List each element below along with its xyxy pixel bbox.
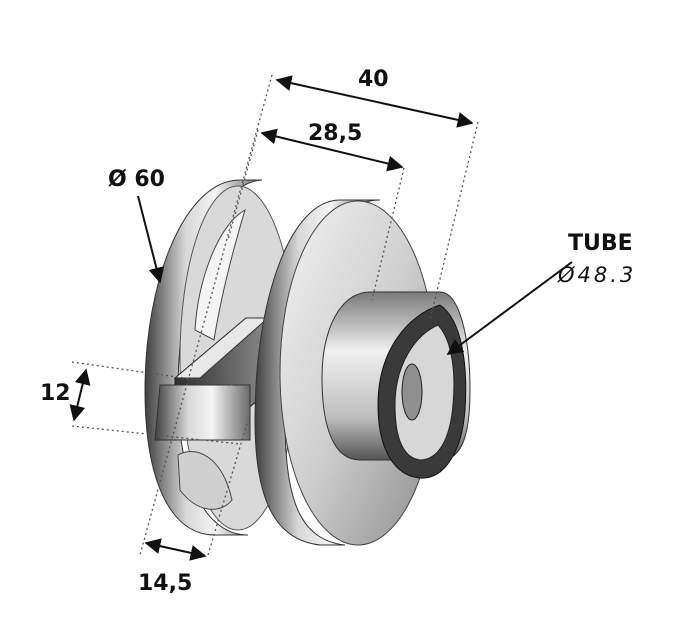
tube-seat-hole bbox=[401, 363, 423, 421]
tube-leader bbox=[446, 261, 573, 355]
tube-diameter: Ø48.3 bbox=[557, 263, 636, 287]
dim-40-label: 40 bbox=[358, 67, 389, 92]
dim-40-line bbox=[275, 75, 474, 128]
dimension-lines bbox=[69, 75, 573, 561]
dim-28-5-label: 28,5 bbox=[308, 121, 362, 146]
dim-14-5-label: 14,5 bbox=[138, 571, 192, 596]
tube-seat-inner bbox=[394, 324, 455, 461]
slot-band bbox=[154, 384, 251, 441]
dim-14-5-line bbox=[144, 538, 207, 561]
dim-12-line bbox=[69, 368, 91, 422]
dim-60-leader bbox=[137, 195, 165, 284]
dim-28-5-line bbox=[260, 128, 404, 172]
tube-title: TUBE bbox=[568, 231, 633, 256]
dim-60-label: Ø 60 bbox=[108, 167, 165, 192]
dim-12-label: 12 bbox=[40, 381, 71, 406]
lower-window bbox=[177, 451, 233, 510]
extension-lines bbox=[71, 74, 479, 556]
clamp-part bbox=[144, 179, 471, 546]
